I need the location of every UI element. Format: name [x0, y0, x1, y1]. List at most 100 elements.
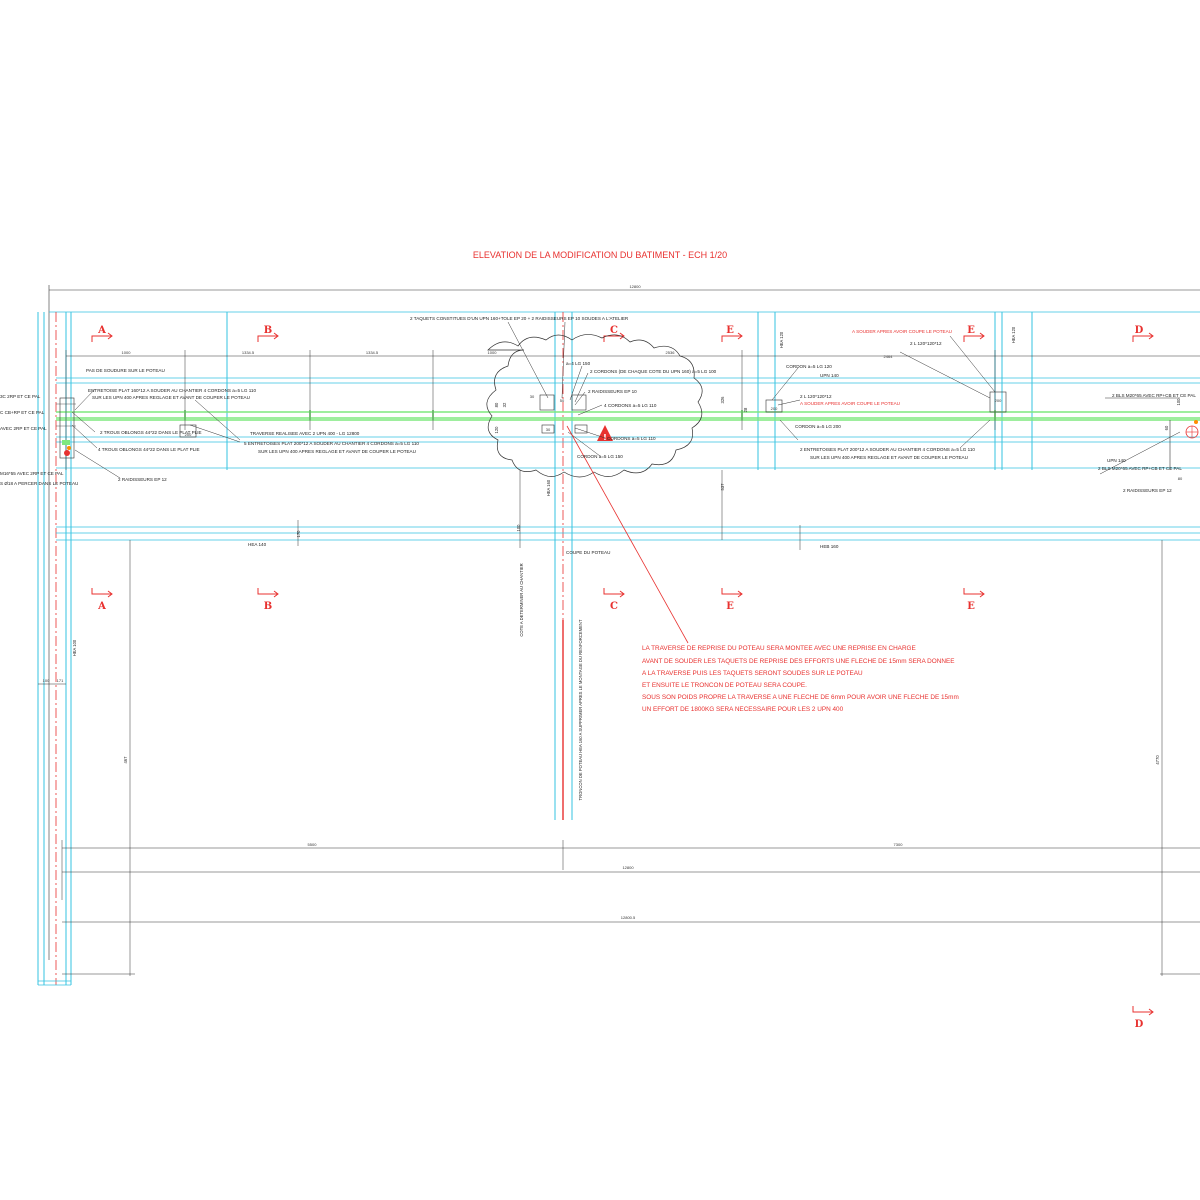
- dim-v-32: 32: [502, 402, 507, 407]
- dim-bottom-left: 5500: [308, 842, 318, 847]
- baseline: [38, 980, 71, 986]
- drawing-title: ELEVATION DE LA MODIFICATION DU BATIMENT…: [473, 250, 727, 260]
- lower-beam-markers: [297, 470, 801, 550]
- dim-span-6: 2464: [884, 354, 894, 359]
- label-cordons-4: 4 CORDONS a=5 LG 110: [604, 403, 657, 408]
- dim-v-200b: 200: [771, 406, 778, 411]
- label-heb160: HEB 160: [820, 544, 839, 549]
- note-line-4: ET ENSUITE LE TRONCON DE POTEAU SERA COU…: [642, 682, 807, 689]
- label-plat-21-b: 2 L 120*120*12: [910, 341, 942, 346]
- label-cote-determiner: COTE A DETERMINER AU CHANTIER: [519, 563, 524, 636]
- note-block: LA TRAVERSE DE REPRISE DU POTEAU SERA MO…: [642, 645, 959, 713]
- label-troncon-vertical: TRONCON DE POTEAU HEA 160 A SUPPRIMER AP…: [578, 619, 583, 800]
- label-entretoises-left-2: SUR LES UPN 400 APRES REGLAGE ET AVANT D…: [258, 449, 416, 454]
- label-entretoises-right-1: 2 ENTRETOISES PLAT 200*12 A SOUDER AU CH…: [800, 447, 975, 452]
- revision-cloud: [486, 334, 703, 478]
- dim-bottom-right: 7300: [894, 842, 904, 847]
- dim-col-offset-b: 171: [57, 678, 64, 683]
- label-trous-oblongs-2: 4 TROUS OBLONGS 44*22 DANS LE PLAT PLIE: [98, 447, 200, 452]
- note-line-2: AVANT DE SOUDER LES TAQUETS DE REPRISE D…: [642, 658, 955, 665]
- section-d-top: D: [1135, 325, 1144, 336]
- section-d-lower: D: [1135, 1019, 1144, 1030]
- bottom-dimensions: [38, 540, 1200, 976]
- dim-v-80: 80: [494, 402, 499, 407]
- left-connection-detail: [56, 397, 76, 459]
- note-leader: [566, 425, 689, 644]
- dim-v-120: 120: [494, 426, 499, 434]
- dim-col-offset-a: 100: [43, 678, 50, 683]
- section-markers-bottom: [91, 588, 1154, 1016]
- label-a-souder-apres-1: A SOUDER APRES AVOIR COUPE LE POTEAU: [800, 401, 900, 406]
- label-left-edge-5: S Ø18 A PERCER DANS LE POTEAU: [0, 481, 78, 486]
- label-upn140-b: UPN 140: [1107, 458, 1126, 463]
- dim-v-60: 60: [1164, 425, 1169, 430]
- dim-v-200c: 200: [995, 398, 1002, 403]
- svg-text:!: !: [603, 433, 607, 442]
- span-dimensions: [65, 350, 1200, 470]
- dim-v-100b: 100: [1176, 398, 1181, 406]
- label-plat-21-a: 2 L 120*120*12: [800, 394, 832, 399]
- label-taquets: 2 TAQUETS CONSTITUES D'UN UPN 160+TOLE E…: [410, 316, 629, 321]
- beam-structure: [56, 377, 1200, 541]
- dim-v-50: 50: [560, 398, 565, 403]
- label-hea160-mid: HEA 160: [546, 479, 551, 496]
- label-raidisseurs-left: 2 RAIDISSEURS EP 12: [118, 477, 167, 482]
- label-entretoises-right-2: SUR LES UPN 400 APRES REGLAGE ET AVANT D…: [810, 455, 968, 460]
- section-e2-top: E: [967, 325, 975, 336]
- label-left-edge-1: 3C 2RP ET CE PAL: [0, 394, 41, 399]
- label-cordons-2: 2 CORDONS (DE CHAQUE COTE DU UPN 160) a=…: [590, 369, 717, 374]
- dim-height-right: 4770: [1155, 755, 1160, 765]
- dim-v-100: 100: [516, 524, 521, 532]
- label-cordon-lg150: CORDON a=5 LG 150: [577, 454, 623, 459]
- label-bls-1: 2 BLS M20*65 AVEC RP+CB ET CE PAL: [1112, 393, 1196, 398]
- label-a-souder-apres-top: A SOUDER APRES AVOIR COUPE LE POTEAU: [852, 329, 952, 334]
- dim-v-30b: 30: [546, 427, 551, 432]
- dim-overall-top: 12800: [629, 284, 641, 289]
- note-line-5: SOUS SON POIDS PROPRE LA TRAVERSE A UNE …: [642, 694, 959, 701]
- label-upn140-a: UPN 140: [820, 373, 839, 378]
- label-pas-de-soudure: PAS DE SOUDURE SUR LE POTEAU: [86, 368, 165, 373]
- label-hea140: HEA 140: [248, 542, 267, 547]
- section-e-bottom: E: [726, 601, 734, 612]
- section-b-bottom: B: [264, 601, 272, 612]
- dim-v-537: 537: [720, 483, 725, 491]
- label-trous-oblongs-1: 2 TROUS OBLONGS 44*22 DANS LE PLAT PLIE: [100, 430, 202, 435]
- taquet-details: [179, 391, 1007, 438]
- note-line-3: A LA TRAVERSE PUIS LES TAQUETS SERONT SO…: [642, 670, 863, 677]
- dim-v-200a: 200: [185, 432, 192, 437]
- warning-icon: !: [597, 425, 613, 442]
- dim-bottom-mid: 12800: [622, 865, 634, 870]
- dim-v-326: 326: [720, 396, 725, 404]
- right-connection-detail: [1169, 420, 1199, 470]
- label-entretoises-left-1: 5 ENTRETOISES PLAT 200*12 A SOUDER AU CH…: [244, 441, 419, 446]
- section-markers-top: [91, 332, 1154, 342]
- section-b-top: B: [264, 325, 272, 336]
- label-left-edge-3: AVEC 2RP ET CE PAL: [0, 426, 47, 431]
- section-a-top: A: [97, 325, 106, 336]
- label-traverse: TRAVERSE REALISEE AVEC 2 UPN 400 - LG 12…: [250, 431, 360, 436]
- label-bls-2: 2 BLS M20*65 AVEC RP+CB ET CE PAL: [1098, 466, 1182, 471]
- label-hea120-top: HEA 120: [1011, 326, 1016, 343]
- section-c-bottom: C: [610, 601, 618, 612]
- leader-lines: [71, 321, 1181, 479]
- dim-span-1: 1000: [122, 350, 132, 355]
- label-hea120-right: HEA 120: [779, 331, 784, 348]
- top-dimension-line: [48, 285, 1200, 960]
- dim-span-4: 1000: [488, 350, 498, 355]
- label-left-edge-2: C CB+RP ET CE PAL: [0, 410, 45, 415]
- upn400-traverse: [56, 411, 1200, 421]
- dim-span-3: 1334.5: [366, 350, 379, 355]
- label-cordons-lg110: CORDONS a=5 LG 110: [607, 436, 656, 441]
- label-a4-lg150: a=4 LG 150: [566, 361, 591, 366]
- section-e2-bottom: E: [967, 601, 975, 612]
- label-coupe-poteau: COUPE DU POTEAU: [566, 550, 610, 555]
- dim-v-28: 28: [743, 407, 748, 412]
- label-raidisseurs-right: 2 RAIDISSEURS EP 12: [1123, 488, 1172, 493]
- label-cordon-lg200: CORDON a=5 LG 200: [795, 424, 841, 429]
- section-e-top: E: [726, 325, 734, 336]
- label-entretoise-plat-1: ENTRETOISE PLAT 160*12 A SOUDER AU CHANT…: [88, 388, 256, 393]
- dim-height-left: 467: [123, 756, 128, 764]
- section-c-top: C: [610, 325, 618, 336]
- dim-span-5: 2536: [666, 350, 676, 355]
